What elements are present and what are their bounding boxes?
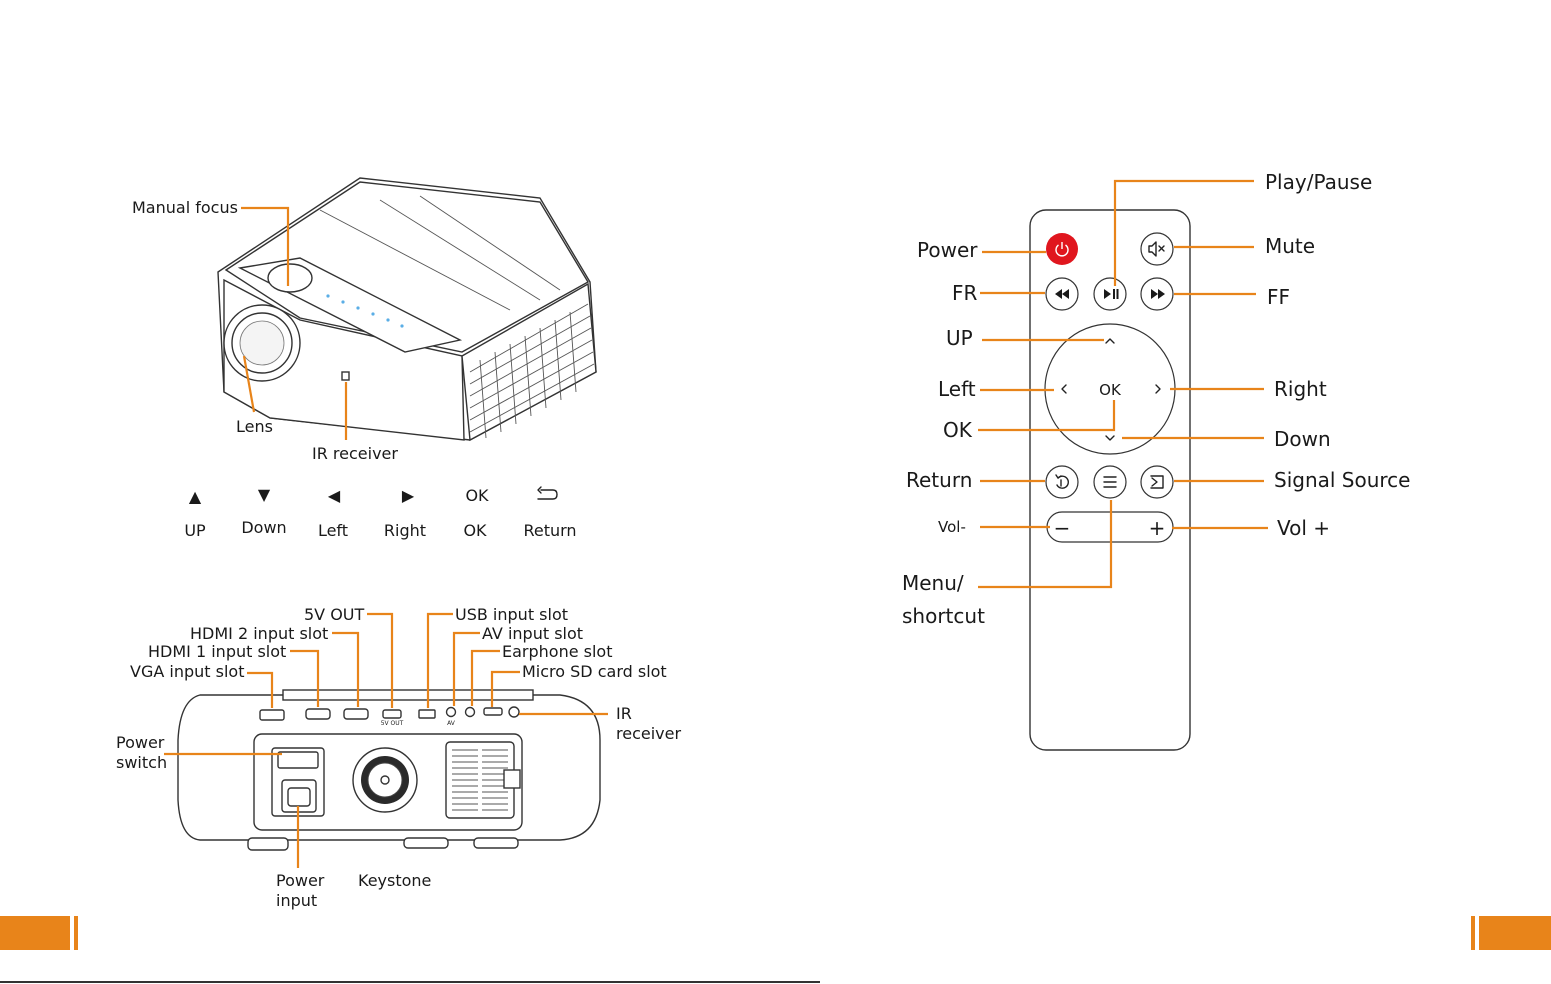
down-arrow-icon: ▼ xyxy=(258,485,271,504)
left-arrow-icon: ◀ xyxy=(328,486,341,505)
ir-receiver-front-label: IR receiver xyxy=(312,444,398,463)
remote-ok-button[interactable]: OK xyxy=(1099,381,1122,399)
signal-source-icon xyxy=(1150,475,1164,489)
up-arrow-icon: ▲ xyxy=(189,487,202,506)
fr-label: FR xyxy=(952,281,978,305)
ir-receiver-back-label-line2: receiver xyxy=(616,724,681,743)
remote-return-button[interactable] xyxy=(1045,465,1079,499)
vol-minus-icon[interactable]: − xyxy=(1054,516,1071,540)
menu-icon xyxy=(1103,476,1117,488)
av-port-mark: AV xyxy=(447,720,456,727)
vol-minus-label: Vol- xyxy=(938,518,966,536)
panel-return-label: Return xyxy=(523,521,576,540)
panel-button-legend: ▲ ▼ ◀ ▶ OK UP Down Left Right OK Return xyxy=(184,485,576,540)
fast-rewind-icon xyxy=(1055,289,1069,299)
play-pause-label: Play/Pause xyxy=(1265,170,1372,194)
power-label: Power xyxy=(917,238,978,262)
right-arrow-icon: ▶ xyxy=(402,486,415,505)
return-label: Return xyxy=(906,468,972,492)
menu-label-line2: shortcut xyxy=(902,604,985,628)
projector-back-illustration: 5V OUT AV xyxy=(177,689,601,851)
up-label: UP xyxy=(946,326,973,350)
5v-out-label: 5V OUT xyxy=(304,605,365,624)
left-label: Left xyxy=(938,377,976,401)
microsd-slot-label: Micro SD card slot xyxy=(522,662,667,681)
panel-right-label: Right xyxy=(384,521,426,540)
ff-label: FF xyxy=(1267,285,1290,309)
page-tab-right xyxy=(1471,916,1551,950)
power-switch-label-line2: switch xyxy=(116,753,167,772)
fast-forward-icon xyxy=(1151,289,1165,299)
panel-ok-label: OK xyxy=(463,521,487,540)
earphone-slot-label: Earphone slot xyxy=(502,642,613,661)
return-icon xyxy=(537,486,558,500)
return-icon xyxy=(1055,474,1069,489)
vol-plus-label: Vol + xyxy=(1277,516,1330,540)
right-label: Right xyxy=(1274,377,1327,401)
lens-label: Lens xyxy=(236,417,273,436)
keystone-label: Keystone xyxy=(358,871,431,890)
ok-symbol: OK xyxy=(465,486,489,505)
5v-out-port-mark: 5V OUT xyxy=(381,720,404,727)
dpad-down-icon[interactable] xyxy=(1105,435,1115,441)
manual-focus-label: Manual focus xyxy=(132,198,238,217)
play-pause-icon xyxy=(1104,289,1119,299)
av-slot-label: AV input slot xyxy=(482,624,583,643)
page-tab-left xyxy=(0,916,78,950)
ok-label: OK xyxy=(943,418,973,442)
vol-plus-icon[interactable]: + xyxy=(1149,516,1166,540)
remote-mute-button[interactable] xyxy=(1140,232,1174,266)
mute-icon xyxy=(1148,241,1165,257)
projector-front-illustration xyxy=(217,177,597,442)
panel-left-label: Left xyxy=(318,521,348,540)
remote-control: OK − + xyxy=(1029,209,1191,751)
dpad-up-icon[interactable] xyxy=(1105,338,1115,344)
power-icon xyxy=(1055,242,1069,257)
power-input-label-line2: input xyxy=(276,891,317,910)
menu-label-line1: Menu/ xyxy=(902,571,964,595)
page-bottom-rule xyxy=(0,981,820,983)
down-label: Down xyxy=(1274,427,1331,451)
ir-receiver-back-label-line1: IR xyxy=(616,704,632,723)
dpad-right-icon[interactable] xyxy=(1155,384,1161,394)
hdmi2-slot-label: HDMI 2 input slot xyxy=(190,624,328,643)
signal-source-label: Signal Source xyxy=(1274,468,1410,492)
dpad-left-icon[interactable] xyxy=(1061,384,1067,394)
panel-up-label: UP xyxy=(184,521,206,540)
hdmi1-slot-label: HDMI 1 input slot xyxy=(148,642,286,661)
power-switch-label-line1: Power xyxy=(116,733,165,752)
usb-slot-label: USB input slot xyxy=(455,605,568,624)
vga-slot-label: VGA input slot xyxy=(130,662,244,681)
power-input-label-line1: Power xyxy=(276,871,325,890)
mute-label: Mute xyxy=(1265,234,1315,258)
panel-down-label: Down xyxy=(241,518,286,537)
